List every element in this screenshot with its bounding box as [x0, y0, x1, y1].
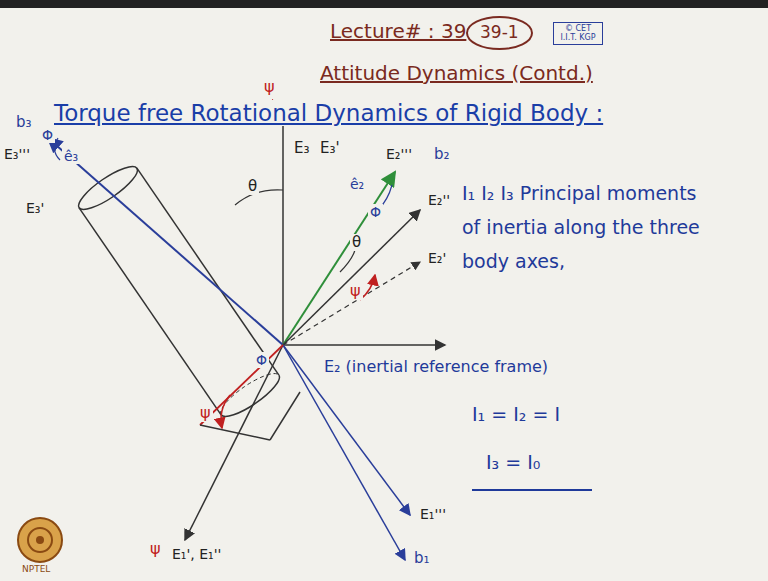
axis-label: E₂'''	[384, 146, 414, 162]
node-text: © CET I.I.T. KGP	[556, 24, 600, 42]
angle-label: ψ	[198, 404, 213, 422]
axis-label: E₃'	[24, 200, 46, 216]
page-number-oval: 39-1	[466, 16, 533, 50]
axis-label: E₃'''	[2, 146, 32, 162]
unit-vector-label: ê₂	[348, 176, 366, 192]
equation: I₁ = I₂ = I	[470, 404, 562, 426]
note-text: I₁ I₂ I₃ Principal moments of inertia al…	[460, 176, 714, 278]
section-heading: Attitude Dynamics (Contd.)	[318, 62, 595, 85]
logo-text: NPTEL	[20, 564, 52, 574]
lecture-heading: Lecture# : 39	[328, 20, 468, 43]
topic-heading: Torque free Rotational Dynamics of Rigid…	[52, 100, 605, 126]
angle-label: ψ	[148, 540, 163, 558]
angle-label: Φ	[368, 204, 383, 220]
angle-label: ψ	[348, 282, 363, 300]
axis-label: b₃	[14, 114, 34, 131]
axis-label: E₁'''	[418, 506, 448, 522]
angle-label: θ	[246, 178, 259, 195]
node-text: 39-1	[480, 23, 519, 43]
copyright-box: © CET I.I.T. KGP	[553, 22, 603, 44]
angle-label: Φ	[40, 127, 55, 143]
axis-label: E₂'	[426, 250, 448, 266]
angle-label: Φ	[254, 352, 269, 368]
axis-label: b₂	[432, 146, 452, 163]
axis-label: E₃	[292, 140, 312, 157]
unit-vector-label: ê₃	[62, 148, 80, 164]
axis-label: E₂''	[426, 192, 452, 208]
angle-label: ψ	[262, 78, 277, 96]
axis-label: E₂ (inertial reference frame)	[322, 358, 550, 376]
axis-label: b₁	[412, 550, 432, 567]
axis-label: E₁', E₁''	[170, 546, 223, 562]
angle-label: θ	[350, 234, 363, 251]
axis-label: E₃'	[318, 140, 342, 157]
equation: I₃ = I₀	[484, 452, 542, 474]
